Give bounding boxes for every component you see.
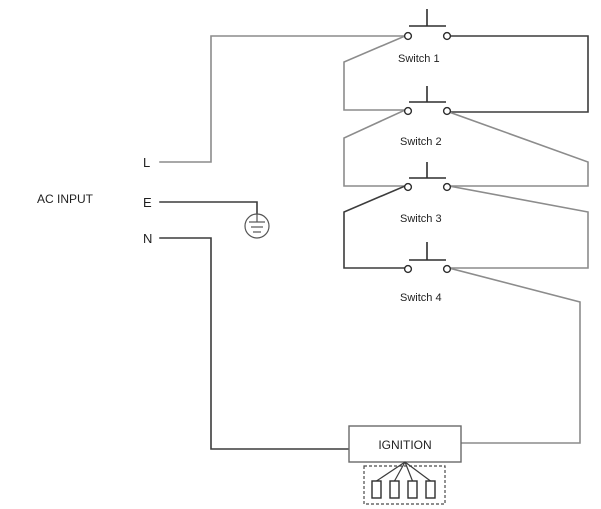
electrode: [407, 480, 418, 499]
electrode: [371, 480, 382, 499]
neutral-wire: [159, 237, 350, 450]
earth-wire: [159, 201, 258, 215]
ground-icon: [244, 213, 270, 239]
electrode-lead: [376, 461, 406, 482]
electrode-lead: [404, 461, 414, 482]
electrode: [389, 480, 400, 499]
terminal-n-label: N: [143, 231, 152, 246]
switch-4: Switch 4: [400, 242, 452, 304]
switch1-right-wire: [448, 35, 589, 113]
switch-icon: [403, 9, 452, 41]
electrode-icon: [371, 461, 436, 499]
switch2-right-wire: [447, 110, 589, 187]
line-wire: [159, 35, 406, 163]
switch-2-label: Switch 2: [400, 136, 442, 148]
switch-icon: [403, 242, 452, 274]
switch-4-label: Switch 4: [400, 292, 442, 304]
switch-3-label: Switch 3: [400, 213, 442, 225]
switch-3: Switch 3: [400, 162, 452, 225]
switch2-switch3-left-wire: [343, 108, 407, 187]
terminal-e-label: E: [143, 195, 152, 210]
switch-1-label: Switch 1: [398, 53, 440, 65]
switch-1: Switch 1: [398, 9, 452, 65]
switch1-switch2-left-wire: [343, 34, 407, 111]
switch3-switch4-left-wire: [343, 184, 407, 269]
switch-icon: [403, 162, 452, 192]
ignition-label: IGNITION: [378, 438, 431, 452]
switch-icon: [403, 86, 452, 116]
switch-2: Switch 2: [400, 86, 452, 148]
electrode-lead: [393, 461, 406, 482]
switch3-right-wire: [448, 185, 589, 269]
switch4-ignition-wire: [448, 267, 581, 444]
electrode: [425, 480, 436, 499]
terminal-l-label: L: [143, 155, 150, 170]
ac-input-label: AC INPUT: [37, 192, 94, 206]
ignition-module: IGNITION: [348, 425, 462, 463]
electrode-lead: [404, 461, 431, 482]
electrode-group: [363, 461, 446, 505]
